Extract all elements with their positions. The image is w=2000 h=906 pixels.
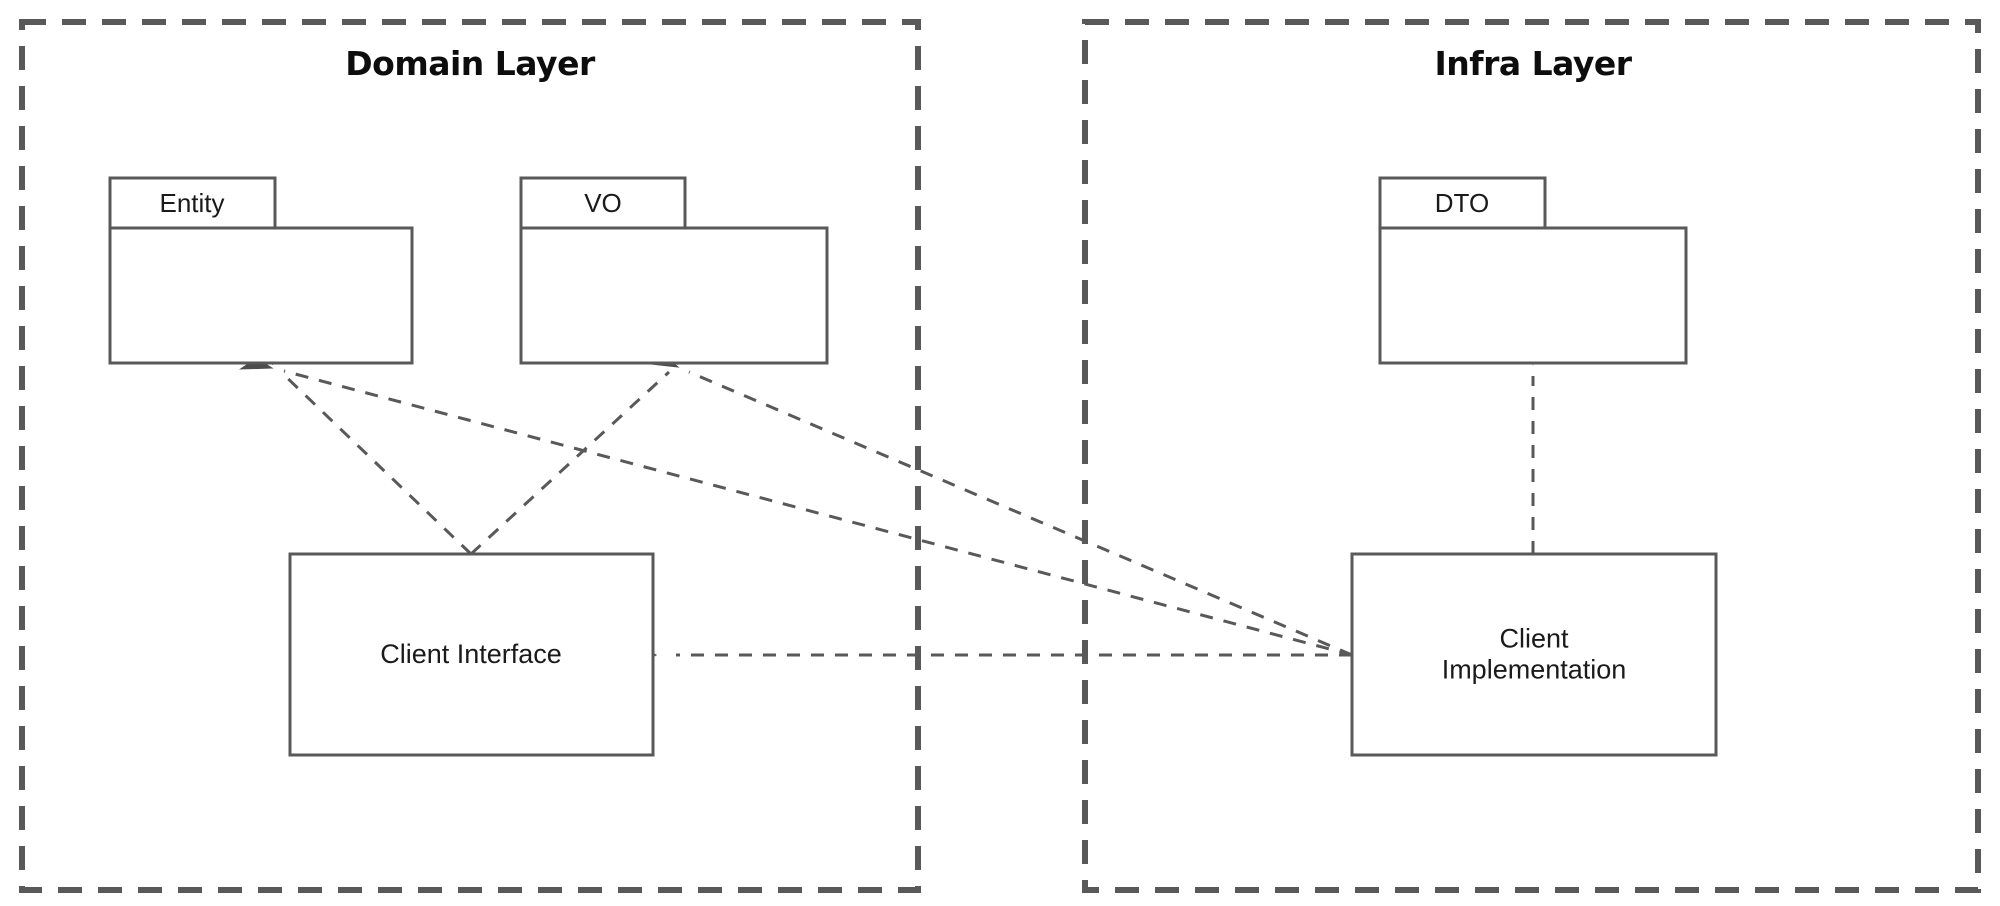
package-label: VO	[584, 188, 622, 218]
dependency-line[interactable]	[688, 370, 1353, 657]
class-node-client-interface[interactable]: Client Interface	[288, 552, 655, 757]
layer-frame-infra[interactable]	[1082, 19, 1981, 893]
class-box[interactable]	[1350, 552, 1718, 757]
layer-group-domain[interactable]: Domain Layer	[19, 19, 921, 893]
layer-title-domain: Domain Layer	[345, 44, 596, 83]
dependency-line[interactable]	[469, 370, 671, 556]
layer-frame-domain[interactable]	[19, 19, 921, 893]
connection-client-implementation-to-vo[interactable]	[645, 345, 1353, 657]
dependency-line[interactable]	[279, 370, 473, 556]
connection-client-interface-to-entity[interactable]	[242, 335, 473, 556]
connection-client-implementation-realizes-client-interface[interactable]	[622, 636, 1352, 674]
package-node-vo[interactable]: VO	[519, 176, 829, 365]
package-folder-shape[interactable]	[108, 176, 414, 365]
connection-client-interface-to-vo[interactable]	[469, 335, 708, 556]
connection-client-implementation-to-dto[interactable]	[1523, 332, 1543, 554]
package-node-dto[interactable]: DTO	[1378, 176, 1688, 365]
layer-title-infra: Infra Layer	[1434, 44, 1632, 83]
class-box[interactable]	[288, 552, 655, 757]
dependency-line[interactable]	[283, 369, 1353, 657]
package-label: DTO	[1435, 188, 1489, 218]
package-folder-shape[interactable]	[519, 176, 829, 365]
package-node-entity[interactable]: Entity	[108, 176, 414, 365]
package-label: Entity	[159, 188, 224, 218]
class-label: Client Interface	[380, 639, 562, 669]
layer-group-infra[interactable]: Infra Layer	[1082, 19, 1981, 893]
package-folder-shape[interactable]	[1378, 176, 1688, 365]
